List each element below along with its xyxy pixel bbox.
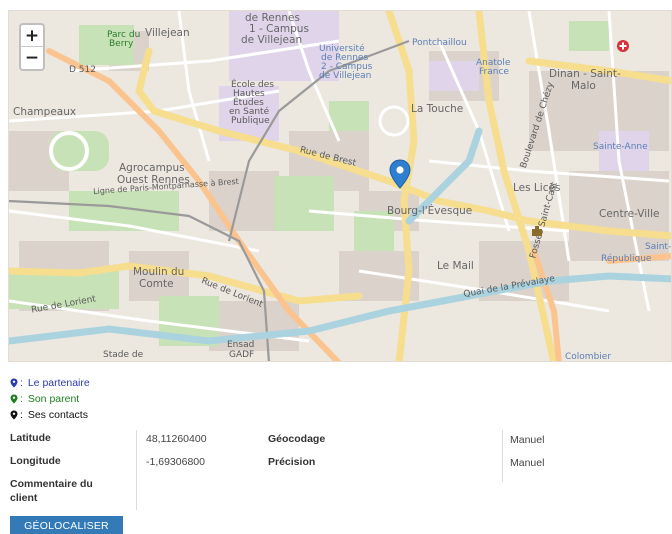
map-label: Malo [571, 80, 596, 92]
precision-value: Manuel [510, 457, 545, 469]
legend-partner-label: Le partenaire [27, 377, 90, 389]
zoom-in-button[interactable]: + [21, 25, 43, 47]
column-divider [136, 430, 137, 510]
map-label: Berry [109, 39, 134, 49]
map-label: Hautes [233, 89, 265, 99]
map-label: Pontchaillou [412, 38, 467, 48]
map-label: de Villejean [319, 71, 372, 81]
map-label: Publique [231, 116, 270, 126]
map-label: République [601, 254, 652, 264]
map-label: Dinan - Saint- [549, 68, 621, 80]
map-tiles[interactable] [9, 11, 672, 362]
map-label: Université [319, 44, 365, 54]
commentaire-label: Commentaire du [10, 478, 93, 490]
zoom-control: + − [19, 23, 45, 71]
map-label: Bourg-l'Évesque [387, 205, 473, 217]
legend-parent: : Son parent [10, 391, 90, 407]
map-label: Agrocampus [119, 162, 185, 174]
map-label: France [479, 67, 509, 77]
legend-partner: : Le partenaire [10, 375, 90, 391]
map-label: D 512 [69, 65, 96, 75]
precision-label: Précision [268, 456, 316, 468]
map-label: de Rennes [245, 12, 300, 24]
map-label: Ensad [227, 340, 255, 350]
legend-contacts-label: Ses contacts [27, 409, 88, 421]
map-label: de Villejean [241, 34, 303, 46]
map-label: Comte [139, 278, 174, 290]
location-marker-icon[interactable] [389, 159, 411, 189]
map-label: Études [233, 98, 264, 108]
geocodage-label: Géocodage [268, 433, 326, 445]
map-label: École des [231, 80, 274, 90]
column-divider [502, 430, 503, 482]
map-label: Villejean [145, 27, 190, 39]
map-label: Moulin du [133, 266, 185, 278]
map-pin-icon [10, 410, 18, 420]
map-label: Saint-An [645, 242, 672, 252]
latitude-value: 48,11260400 [146, 433, 207, 445]
map-label: La Touche [411, 103, 464, 115]
map-label: Le Mail [437, 260, 474, 272]
map-label: GADF [229, 350, 255, 360]
hospital-icon [617, 40, 629, 52]
map-pin-icon [10, 394, 18, 404]
latitude-label: Latitude [10, 432, 51, 444]
zoom-out-button[interactable]: − [24, 48, 40, 68]
map-label: Anatole [476, 58, 511, 68]
map-label: Champeaux [13, 106, 77, 118]
geolocate-button[interactable]: GÉOLOCALISER [10, 516, 123, 534]
map-label: Les Lices [513, 182, 561, 194]
map-label: Colombier [565, 352, 612, 362]
map-label: 1 - Campus [249, 23, 309, 35]
map-label: de Rennes [321, 53, 369, 63]
map-pin-icon [10, 378, 18, 388]
map-label: Centre-Ville [599, 208, 660, 220]
map-view[interactable]: de Rennes 1 - Campus de Villejean Villej… [8, 10, 672, 362]
map-label: 2 - Campus [321, 62, 373, 72]
map-label: en Santé [229, 107, 270, 117]
geocodage-value: Manuel [510, 434, 545, 446]
legend-parent-label: Son parent [27, 393, 80, 405]
map-legend: : Le partenaire : Son parent : Ses conta… [10, 375, 90, 423]
commentaire-label-line2: client [10, 492, 38, 504]
map-label: Stade de [103, 350, 144, 360]
map-label: Ouest Rennes [117, 174, 190, 186]
monument-icon [532, 226, 542, 236]
map-label: Sainte-Anne [593, 142, 648, 152]
longitude-label: Longitude [10, 455, 61, 467]
map-label: Parc du [107, 30, 141, 40]
longitude-value: -1,69306800 [146, 456, 205, 468]
legend-contacts: : Ses contacts [10, 407, 90, 423]
